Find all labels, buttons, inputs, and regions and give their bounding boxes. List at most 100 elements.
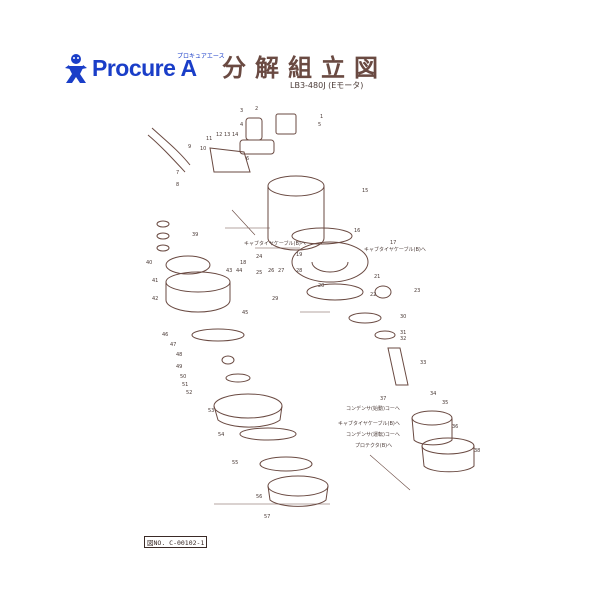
part-number-label: 2 — [255, 106, 258, 112]
washer-39-part — [156, 244, 170, 252]
seal-30-part — [348, 312, 382, 324]
document-number: 図NO. C-00102-1 — [144, 536, 208, 548]
part-number-label: 54 — [218, 432, 224, 438]
part-number-label: 30 — [400, 314, 406, 320]
part-number-label: 56 — [256, 494, 262, 500]
frame-38-body — [421, 445, 475, 473]
part-number-label: 6 — [246, 156, 249, 162]
gasket-54-part — [239, 427, 297, 441]
motor-frame-body — [267, 186, 325, 251]
part-number-label: 19 — [296, 252, 302, 258]
part-number-label: 24 — [256, 254, 262, 260]
part-number-label: 23 — [414, 288, 420, 294]
brand-name: Procure A — [92, 55, 197, 81]
part-number-label: 12 — [216, 132, 222, 138]
mascot-icon — [65, 54, 87, 83]
brand-kana: プロキュアエース — [177, 53, 225, 60]
rotor-33-part — [387, 347, 409, 386]
part-number-label: 22 — [370, 292, 376, 298]
part-number-label: 42 — [152, 296, 158, 302]
part-number-label: 26 — [268, 268, 274, 274]
part-number-label: 18 — [240, 260, 246, 266]
part-number-label: 5 — [318, 122, 321, 128]
part-number-label: 45 — [242, 310, 248, 316]
frame-38-top — [421, 437, 475, 455]
bearing-22-part — [374, 285, 392, 299]
part-number-label: 51 — [182, 382, 188, 388]
cable-shape — [147, 127, 191, 173]
motor-top-ellipse — [267, 175, 325, 197]
callout-capacitor-3: コンデンサ(運転)コーへ — [346, 432, 400, 438]
part-number-label: 14 — [232, 132, 238, 138]
model-label: LB3-480J (Eモータ) — [290, 81, 364, 90]
drawing-title: 分解組立図 — [222, 53, 387, 82]
part-number-label: 40 — [146, 260, 152, 266]
casing-42-top — [165, 271, 231, 293]
part-50-part — [225, 373, 251, 383]
disc-46-part — [191, 328, 245, 342]
callout-protector: プロテクタ(B)へ — [355, 443, 393, 449]
part-number-label: 35 — [442, 400, 448, 406]
ring-31-part — [374, 330, 396, 340]
part-number-label: 53 — [208, 408, 214, 414]
part-number-label: 49 — [176, 364, 182, 370]
part-number-label: 29 — [272, 296, 278, 302]
plate-55-part — [259, 456, 313, 472]
washer-37-part — [156, 220, 170, 228]
housing-cap-part — [311, 261, 349, 273]
housing-ellipse — [291, 241, 369, 283]
part-number-label: 17 — [390, 240, 396, 246]
part-number-label: 41 — [152, 278, 158, 284]
ring-20-part — [306, 283, 364, 301]
casing-53-body — [213, 405, 283, 428]
part-number-label: 1 — [320, 114, 323, 120]
part-number-label: 48 — [176, 352, 182, 358]
callout-capacitor-2: キャブタイヤケーブル(B)へ — [338, 421, 400, 427]
ring-40-part — [165, 255, 211, 275]
part-number-label: 33 — [420, 360, 426, 366]
part-number-label: 3 — [240, 108, 243, 114]
part-number-label: 21 — [374, 274, 380, 280]
part-number-label: 36 — [452, 424, 458, 430]
terminal-block-part — [209, 147, 251, 173]
callout-capacitor-1: コンデンサ(始動)コーへ — [346, 406, 400, 412]
part-number-label: 15 — [362, 188, 368, 194]
callout-cabtyre-2: キャブタイヤケーブル(B)へ — [364, 247, 426, 253]
leader-lines — [214, 209, 411, 505]
part-48-part — [221, 355, 235, 365]
part-number-label: 38 — [474, 448, 480, 454]
part-number-label: 57 — [264, 514, 270, 520]
part-number-label: 39 — [192, 232, 198, 238]
part-number-label: 37 — [380, 396, 386, 402]
motor-base-ellipse — [291, 227, 353, 245]
strainer-56-top — [267, 475, 329, 497]
part-number-label: 32 — [400, 336, 406, 342]
casing-53-top — [213, 393, 283, 419]
part-number-label: 7 — [176, 170, 179, 176]
stator-36-body — [411, 417, 453, 446]
casing-42-body — [165, 282, 231, 313]
connector-part — [275, 113, 297, 135]
part-number-label: 52 — [186, 390, 192, 396]
strainer-56-body — [267, 485, 329, 507]
stator-36-top — [411, 410, 453, 426]
part-number-label: 25 — [256, 270, 262, 276]
part-number-label: 47 — [170, 342, 176, 348]
part-number-label: 31 — [400, 330, 406, 336]
callout-cabtyre-1: キャブタイヤケーブル(B)へ — [244, 241, 306, 247]
part-number-label: 9 — [188, 144, 191, 150]
part-number-label: 4 — [240, 122, 243, 128]
part-number-label: 20 — [318, 283, 324, 289]
part-number-label: 28 — [296, 268, 302, 274]
fitting-part — [245, 117, 263, 141]
part-number-label: 13 — [224, 132, 230, 138]
washer-38-part — [156, 232, 170, 240]
flange-part — [239, 139, 275, 155]
part-number-label: 8 — [176, 182, 179, 188]
part-number-label: 44 — [236, 268, 242, 274]
part-number-label: 50 — [180, 374, 186, 380]
part-number-label: 11 — [206, 136, 212, 142]
part-number-label: 27 — [278, 268, 284, 274]
part-number-label: 55 — [232, 460, 238, 466]
